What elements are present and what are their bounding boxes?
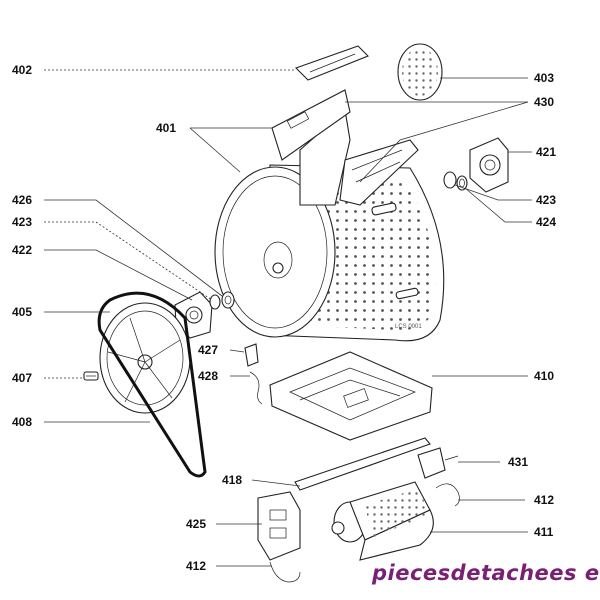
callout-labels: 402 403 430 401 421 426 423 423 424 422 … <box>12 63 556 573</box>
part-410-support-frame <box>269 351 433 441</box>
callout-428: 428 <box>198 369 218 383</box>
drum-rear-face <box>214 166 336 338</box>
part-405-pulley <box>99 302 191 414</box>
part-421-bearing-flange <box>469 137 509 193</box>
callout-421: 421 <box>536 145 556 159</box>
part-418-spring-bar <box>294 437 431 491</box>
callout-407: 407 <box>12 371 32 385</box>
callout-423-left: 423 <box>12 215 32 229</box>
callout-426: 426 <box>12 193 32 207</box>
drum-assembly: LCS 0001 <box>214 89 445 342</box>
callout-410: 410 <box>534 369 554 383</box>
drum-stamp: LCS 0001 <box>395 324 422 330</box>
watermark-text: piecesdetachees elec.com <box>371 561 600 585</box>
callout-408: 408 <box>12 415 32 429</box>
drum-door-flap <box>339 139 419 206</box>
callout-427: 427 <box>198 343 218 357</box>
callout-418: 418 <box>222 473 242 487</box>
callout-422: 422 <box>12 243 32 257</box>
callout-403: 403 <box>534 71 554 85</box>
part-411-motor <box>331 481 434 561</box>
leader-lines <box>44 69 532 567</box>
door-front-slot <box>286 111 310 129</box>
callout-424: 424 <box>536 215 556 229</box>
part-412-wire-right <box>435 483 460 507</box>
part-431-bracket <box>417 447 459 479</box>
part-423-426-seals-left <box>209 291 235 310</box>
drum-door-front <box>271 89 351 161</box>
drum-hub <box>263 241 293 279</box>
part-408-drive-belt <box>97 291 207 478</box>
part-423-424-seals-right <box>443 171 468 191</box>
part-425-bracket-plate <box>257 491 301 561</box>
callout-412-right: 412 <box>534 493 554 507</box>
callout-402: 402 <box>12 63 32 77</box>
part-402-cover-strip <box>294 45 369 81</box>
drum-rear-rim <box>222 175 328 329</box>
drum-rib-slot-upper <box>371 202 397 216</box>
callout-412-bottom: 412 <box>186 559 206 573</box>
callout-411: 411 <box>534 525 554 539</box>
part-428-wire <box>249 371 263 405</box>
callout-423-right: 423 <box>536 193 556 207</box>
part-407-screw <box>83 371 99 381</box>
callout-405: 405 <box>12 305 32 319</box>
part-422-bearing-flange-left <box>174 291 213 339</box>
callout-401: 401 <box>156 121 176 135</box>
part-412-wire-bottom <box>269 561 301 583</box>
callout-431: 431 <box>508 455 528 469</box>
drum-shaft <box>272 262 284 274</box>
callout-430: 430 <box>534 95 554 109</box>
drum-rib-slot-lower <box>395 287 419 300</box>
part-427-clip <box>244 343 259 367</box>
callout-425: 425 <box>186 517 206 531</box>
part-403-filter-disc <box>397 43 443 101</box>
